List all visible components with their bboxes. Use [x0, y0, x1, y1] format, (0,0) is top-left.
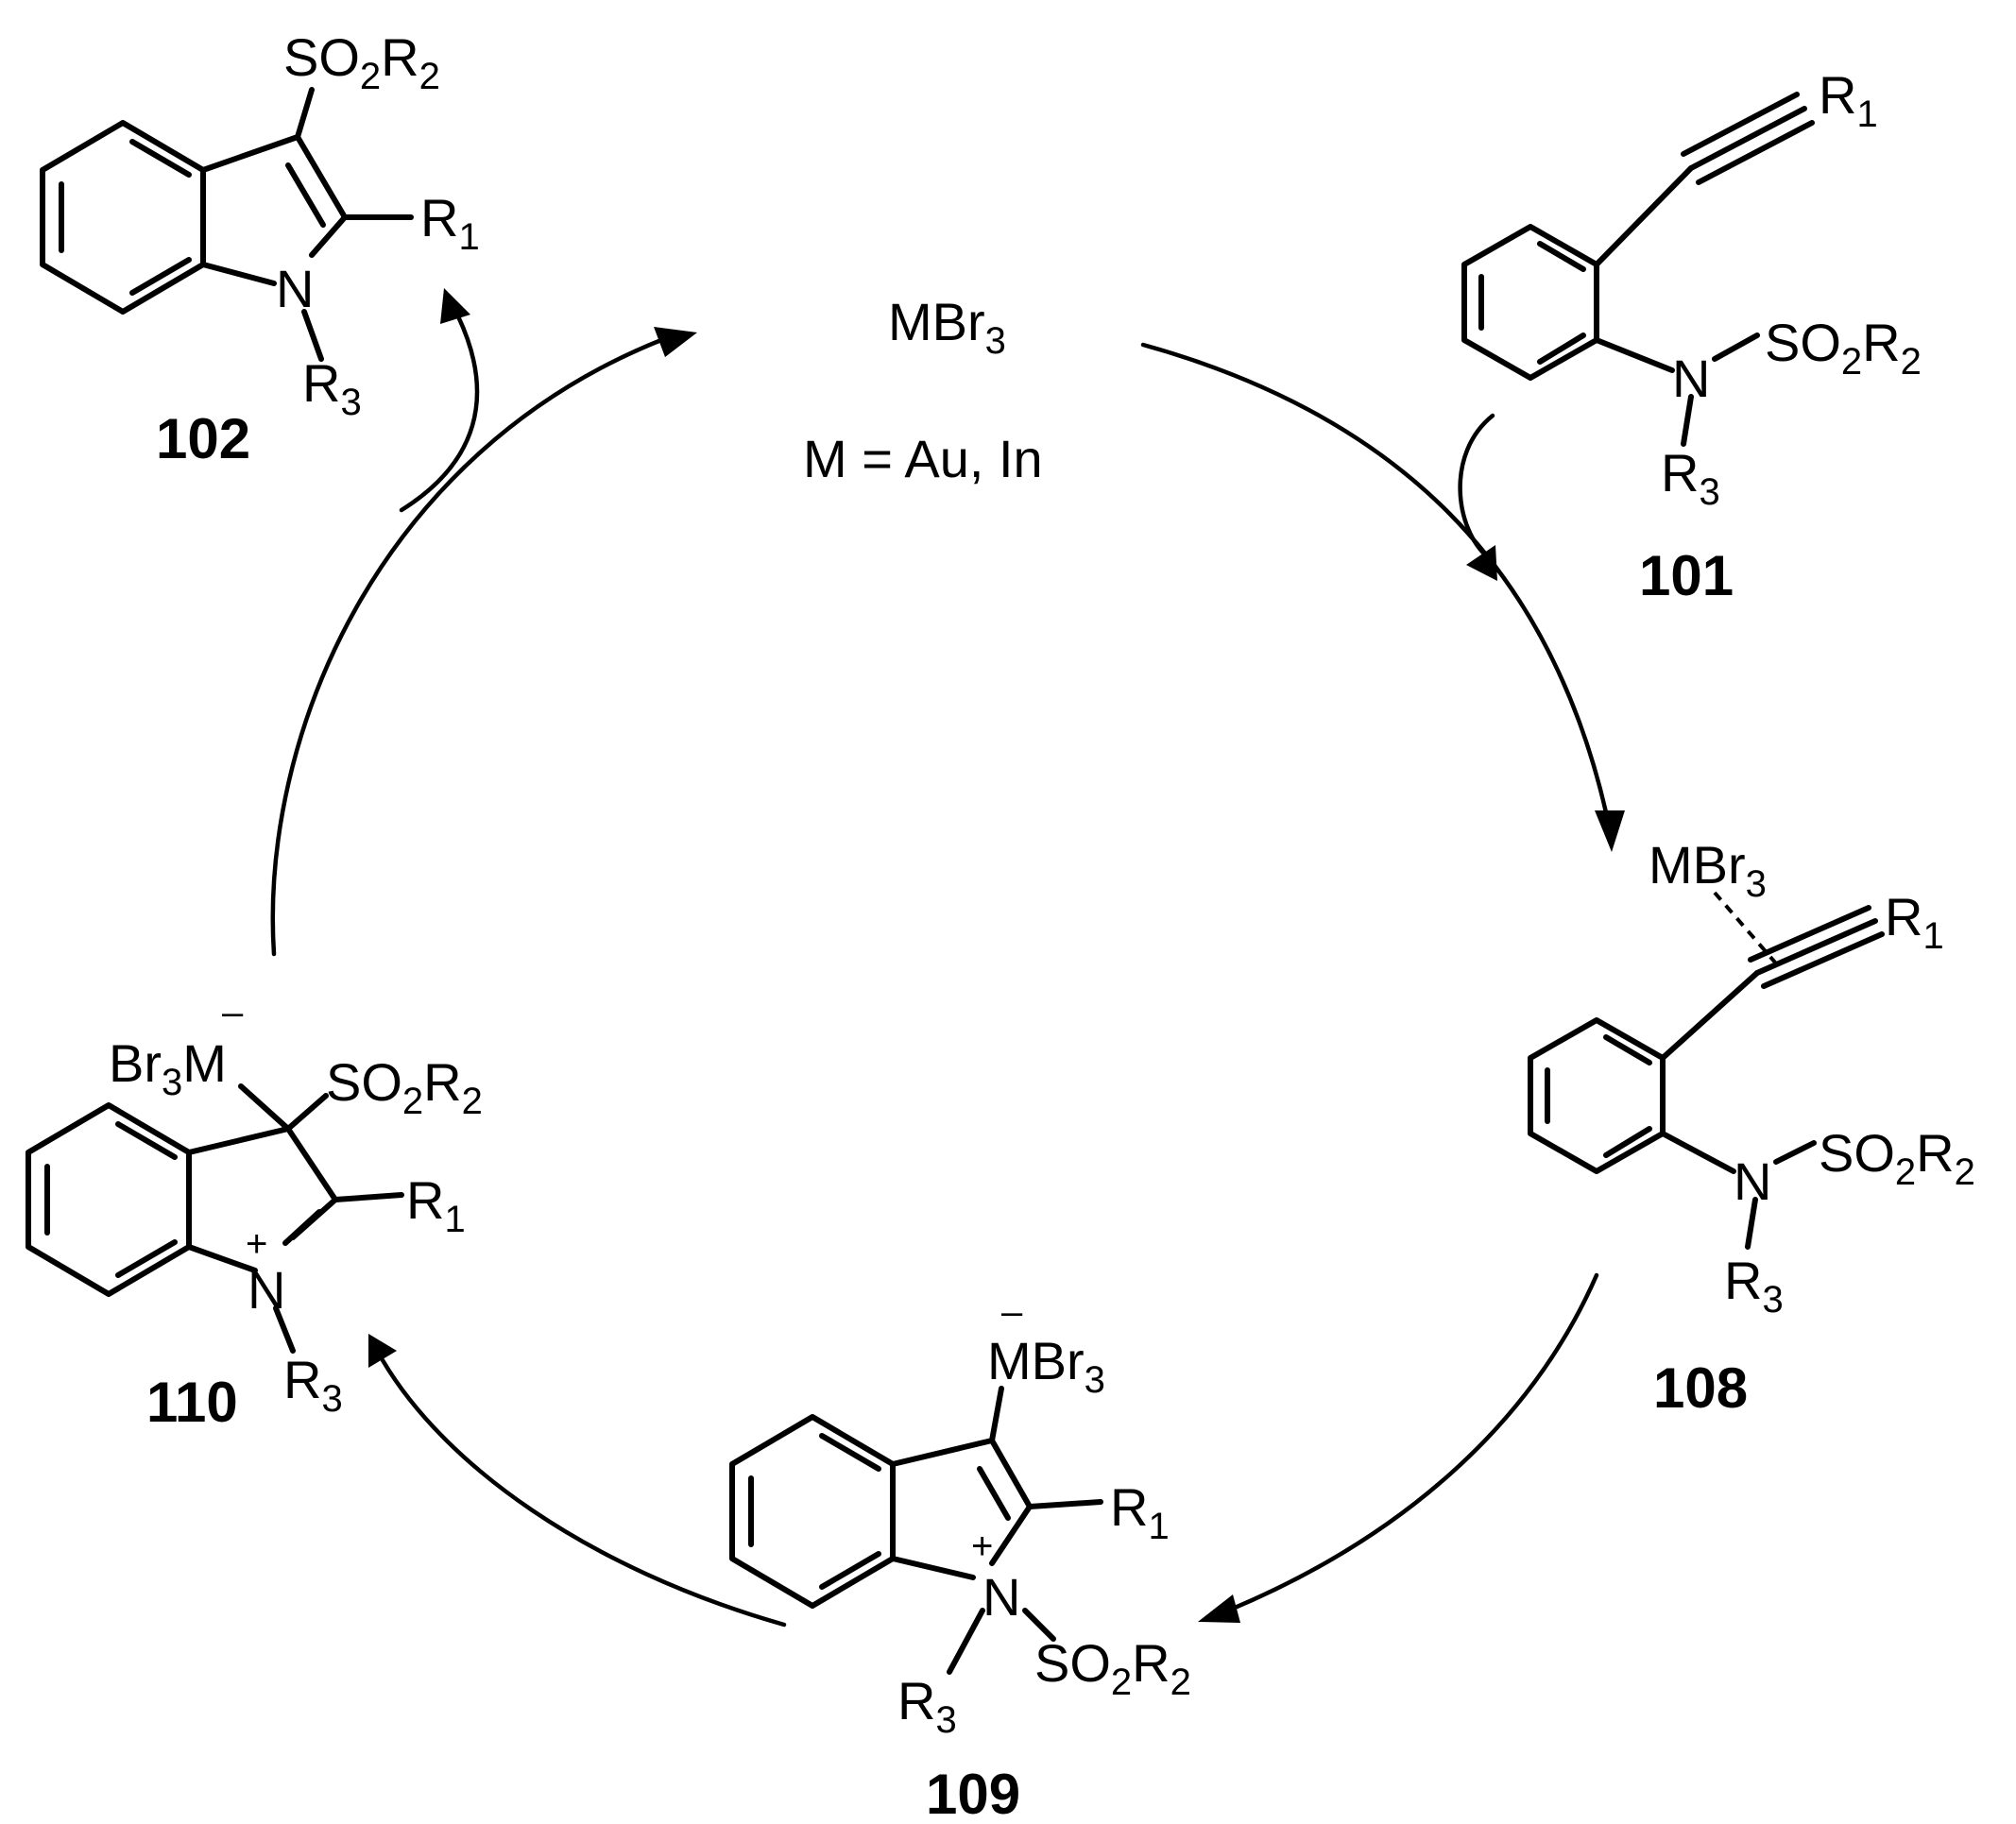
- r1-label: R1: [420, 188, 480, 258]
- arrow-102-exit: [399, 314, 480, 513]
- arrow-catalyst-to-108: [1140, 342, 1609, 815]
- compound-number-109: 109: [926, 1763, 1020, 1824]
- catalyst-formula: MBr3: [888, 292, 1006, 362]
- benzene-ring: [26, 1102, 192, 1297]
- r3-label: R3: [897, 1671, 957, 1741]
- arrow-110-to-catalyst: [270, 337, 664, 957]
- so2r2-label: SO2R2: [1765, 313, 1922, 383]
- mbr3-label: MBr3: [1649, 835, 1767, 905]
- compound-number-110: 110: [146, 1371, 238, 1434]
- nitrogen-label: N: [248, 1260, 285, 1320]
- alkyne-bond: [1660, 970, 1760, 1061]
- cycle-arrows: [270, 288, 1625, 1628]
- compound-number-102: 102: [156, 407, 250, 470]
- plus-charge: +: [971, 1526, 993, 1567]
- arrow-101-entry: [1458, 413, 1495, 560]
- nitrogen-label: N: [1734, 1151, 1771, 1211]
- br3m-label: Br3M: [109, 1033, 227, 1103]
- compound-102: SO2R2 R1 N R3 102: [40, 27, 480, 470]
- arrowhead-109: [1198, 1594, 1240, 1623]
- so2r2-label: SO2R2: [1819, 1123, 1975, 1193]
- r1-label: R1: [1819, 65, 1878, 135]
- so2r2-label: SO2R2: [283, 27, 440, 97]
- compound-number-101: 101: [1639, 544, 1734, 607]
- r3-label: R3: [302, 353, 362, 423]
- nitrogen-label: N: [1672, 349, 1710, 408]
- r1-label: R1: [1110, 1477, 1170, 1547]
- so2r2-label: SO2R2: [1034, 1633, 1191, 1703]
- benzene-ring: [40, 120, 206, 315]
- arrowhead-102: [440, 288, 470, 324]
- minus-charge: –: [1001, 1291, 1023, 1333]
- compound-108: MBr3 R1 N SO2R2 R3 108: [1528, 835, 1975, 1420]
- arrow-109-to-110: [380, 1357, 787, 1628]
- r1-label: R1: [1885, 887, 1944, 957]
- r1-label: R1: [406, 1170, 466, 1240]
- plus-charge: +: [246, 1223, 267, 1265]
- so2r2-label: SO2R2: [326, 1052, 483, 1122]
- compound-109: – MBr3 R1 + N SO2R2 R3 109: [729, 1291, 1191, 1824]
- benzene-ring: [729, 1414, 896, 1609]
- arrowhead-108: [1595, 810, 1625, 852]
- compound-101: R1 N SO2R2 R3 101: [1461, 65, 1922, 607]
- arrow-108-to-109: [1225, 1272, 1599, 1613]
- metal-definition: M = Au, In: [803, 429, 1043, 488]
- catalyst-group: MBr3 M = Au, In: [803, 292, 1043, 488]
- r3-label: R3: [1724, 1251, 1784, 1321]
- alkyne-bond: [1594, 165, 1694, 267]
- mbr3-label: MBr3: [987, 1331, 1105, 1401]
- r3-label: R3: [283, 1350, 343, 1420]
- arrowhead-101-entry: [1466, 545, 1497, 581]
- arrowhead-110: [368, 1334, 397, 1368]
- r3-label: R3: [1661, 443, 1720, 513]
- nitrogen-label: N: [276, 259, 314, 318]
- minus-charge: –: [222, 992, 244, 1033]
- arrowhead-catalyst: [654, 327, 697, 357]
- compound-110: – Br3M SO2R2 R1 + N R3 110: [26, 992, 483, 1434]
- nitrogen-label: N: [982, 1567, 1020, 1627]
- compound-number-108: 108: [1653, 1356, 1748, 1420]
